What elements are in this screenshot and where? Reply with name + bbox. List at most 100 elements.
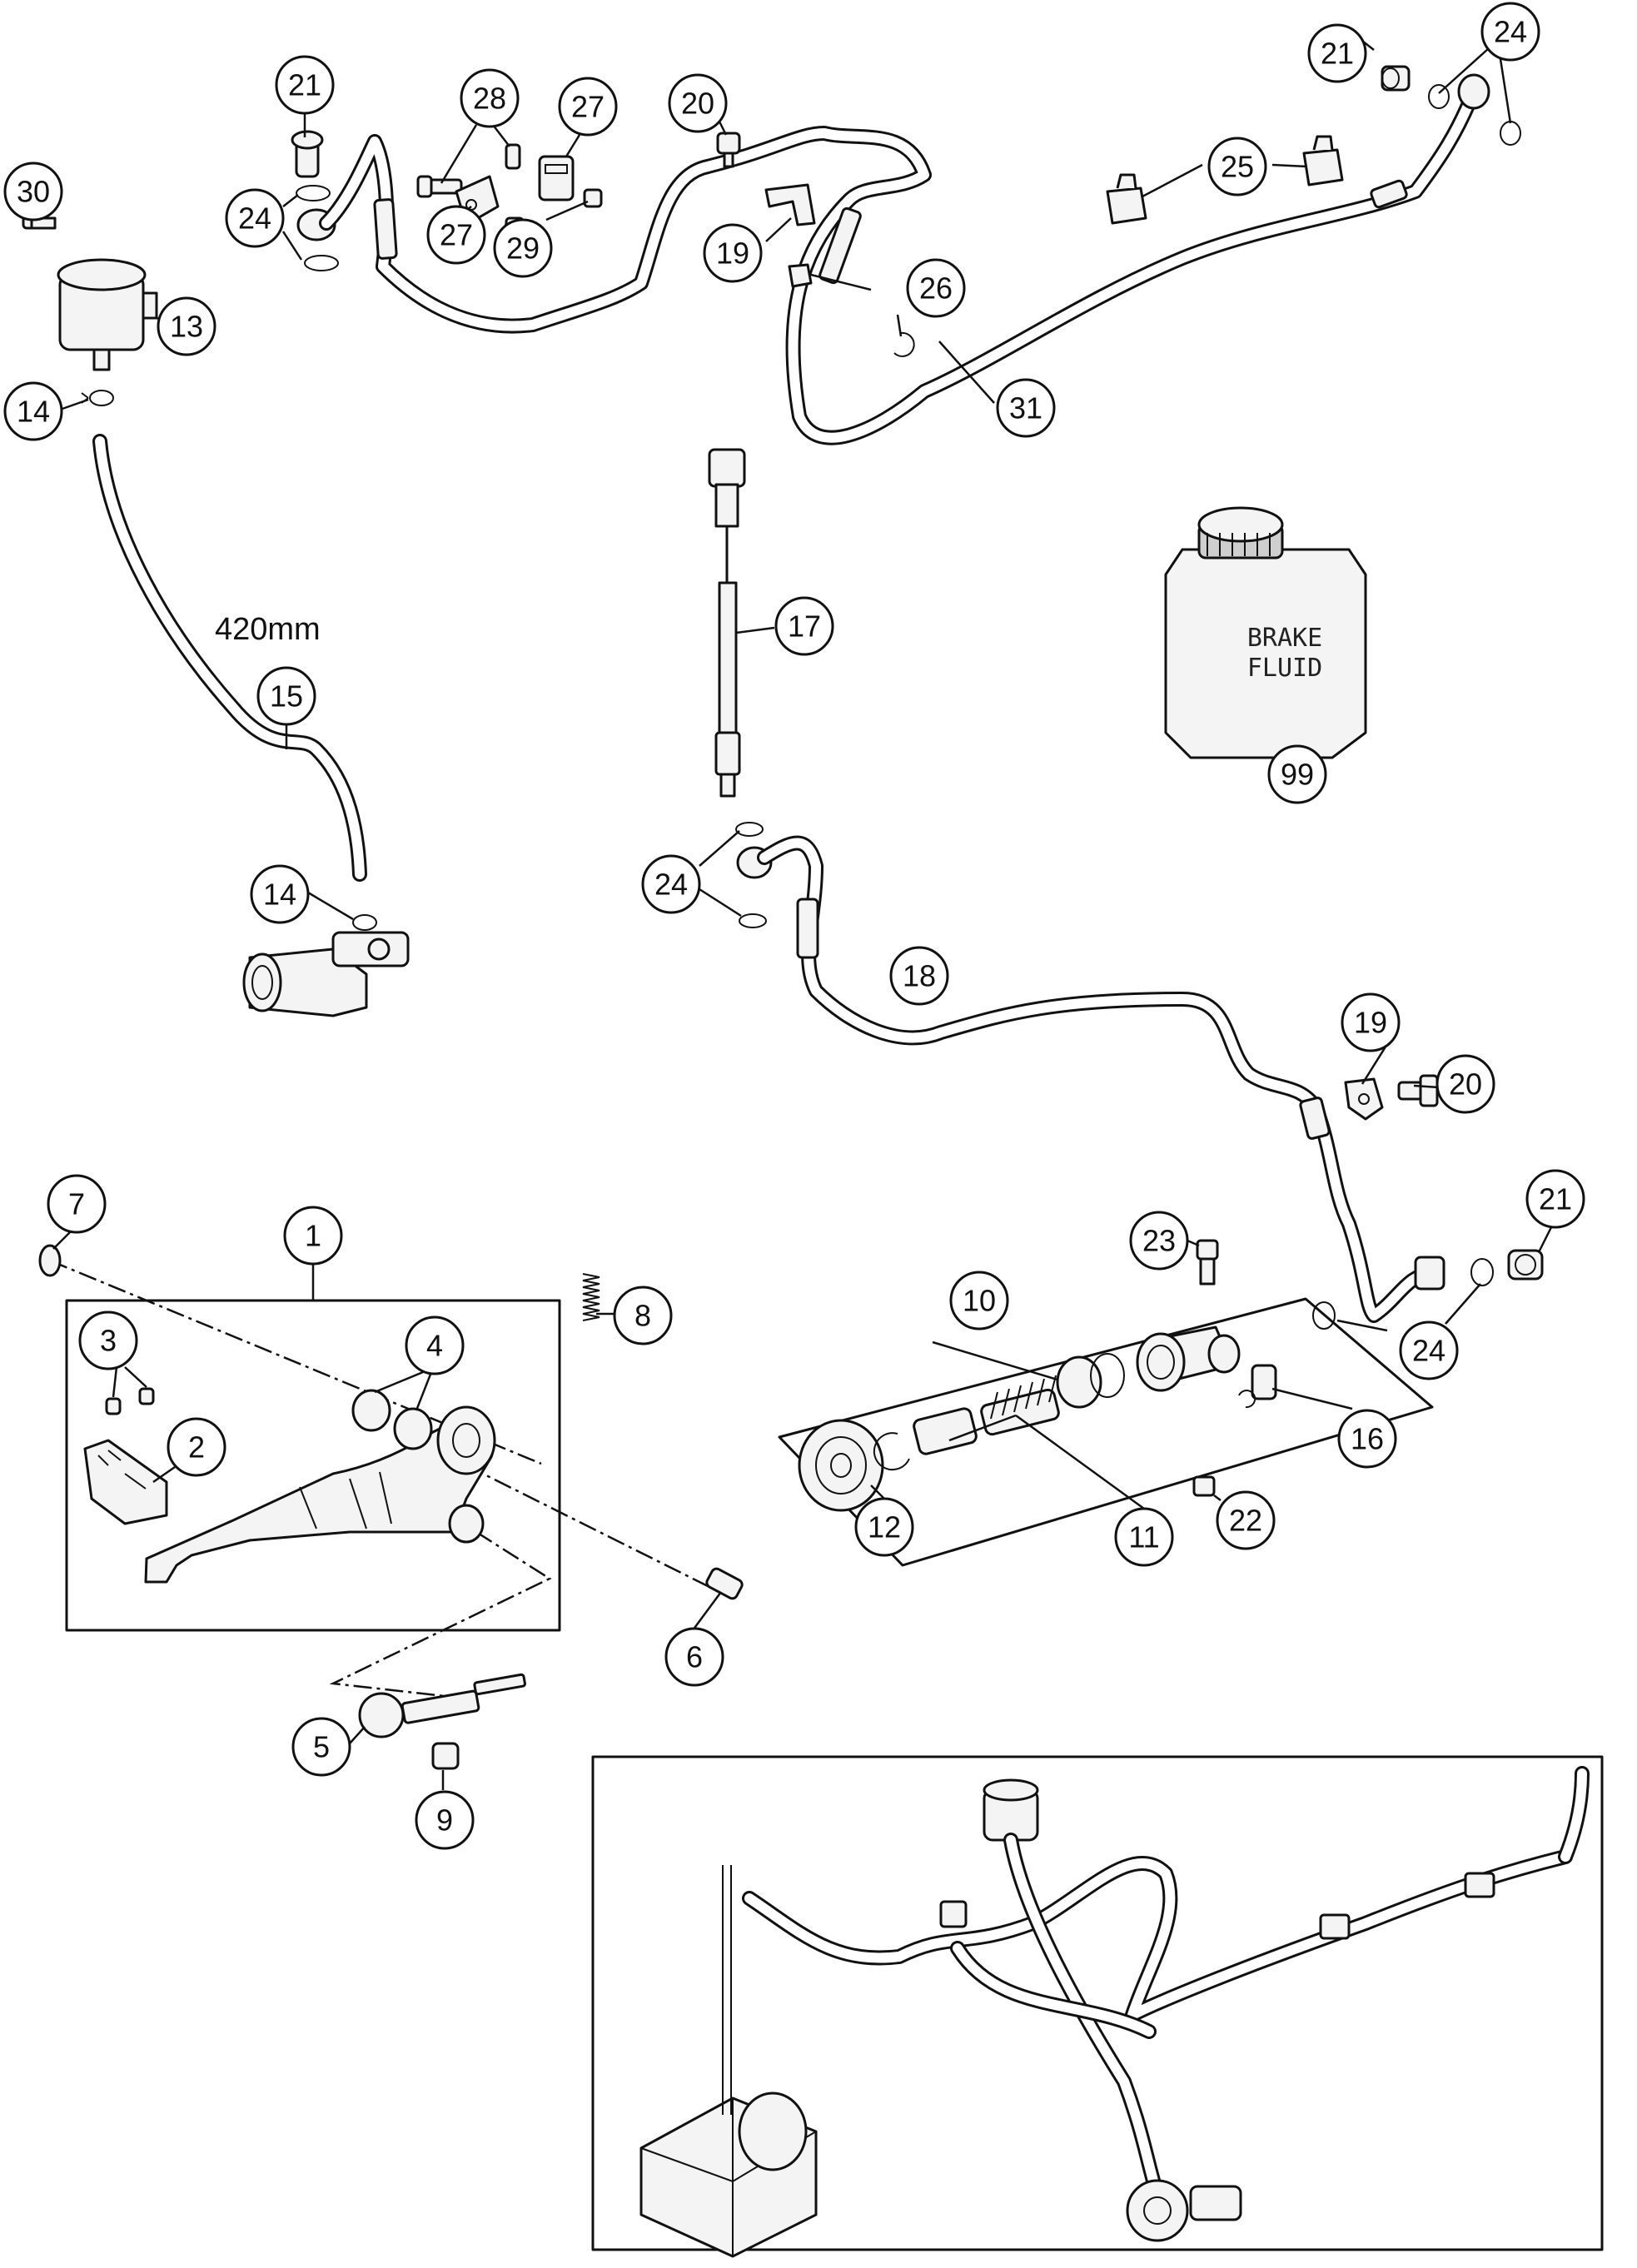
svg-text:24: 24	[654, 868, 688, 902]
svg-text:19: 19	[1354, 1006, 1387, 1040]
clamp-25-right	[1302, 135, 1344, 187]
callout-12: 12	[854, 1497, 914, 1557]
callout-27-top: 27	[558, 77, 618, 137]
fitting-16	[1238, 1364, 1277, 1409]
callout-3: 3	[78, 1311, 138, 1370]
callout-20-mid: 20	[1435, 1054, 1495, 1114]
svg-text:18: 18	[903, 959, 936, 993]
washers-24-right	[1312, 1258, 1494, 1330]
hose-clamp-14-bottom	[352, 914, 377, 931]
screws-3	[105, 1387, 155, 1415]
hose-clamp-14-top	[81, 390, 114, 406]
svg-text:21: 21	[1539, 1182, 1572, 1216]
circlip	[873, 1432, 910, 1471]
svg-text:24: 24	[1494, 15, 1527, 49]
svg-text:26: 26	[919, 271, 953, 306]
bolt-28-b	[505, 143, 521, 170]
callout-21-top-left: 21	[275, 55, 335, 115]
svg-text:2: 2	[188, 1430, 205, 1465]
callout-24-right: 24	[1399, 1321, 1459, 1380]
washers-24-mid	[735, 822, 773, 928]
svg-text:28: 28	[473, 82, 506, 116]
piston	[913, 1407, 978, 1455]
clamp-25-left	[1106, 173, 1147, 225]
overview-assembly	[639, 1766, 1590, 2258]
callout-10: 10	[949, 1271, 1009, 1330]
callout-2: 2	[167, 1417, 226, 1477]
washer-7	[38, 1244, 62, 1277]
svg-text:12: 12	[868, 1510, 901, 1544]
callout-24-top-right: 24	[1480, 2, 1540, 62]
overview-inset-frame	[591, 1755, 1604, 2251]
svg-text:10: 10	[963, 1284, 996, 1318]
callout-26: 26	[906, 258, 966, 318]
svg-text:24: 24	[1412, 1334, 1445, 1368]
rear-brake-cylinder-bottom-left	[242, 931, 410, 1017]
clip-26	[788, 263, 915, 357]
svg-text:29: 29	[506, 231, 540, 266]
callout-4: 4	[405, 1316, 465, 1375]
bushings-4	[351, 1389, 433, 1450]
spring-11	[980, 1375, 1060, 1436]
callout-8: 8	[613, 1286, 673, 1345]
dust-boot-12	[798, 1419, 884, 1512]
screw-20-top	[716, 132, 741, 168]
callout-11: 11	[1114, 1507, 1174, 1567]
callout-15: 15	[256, 666, 316, 726]
reservoir-13	[57, 258, 158, 371]
bolt-28	[416, 175, 463, 198]
callout-25: 25	[1207, 137, 1267, 196]
callout-23: 23	[1129, 1211, 1189, 1271]
svg-text:31: 31	[1009, 391, 1042, 425]
callout-21-mid: 21	[1525, 1169, 1585, 1229]
hose-15	[92, 434, 367, 882]
svg-text:15: 15	[270, 679, 303, 714]
pivot-bolt-5	[358, 1673, 526, 1738]
callout-29: 29	[493, 218, 553, 278]
banjo-bolt-21-top-right	[1381, 65, 1411, 92]
svg-text:17: 17	[788, 609, 821, 644]
callout-24-top-left: 24	[225, 188, 285, 248]
bolt-axis-line	[329, 1530, 552, 1700]
svg-text:20: 20	[1449, 1067, 1482, 1102]
callout-1: 1	[283, 1206, 343, 1266]
brake-line-18	[757, 835, 1445, 1323]
svg-text:22: 22	[1229, 1504, 1262, 1538]
brake-fluid-label-line1: BRAKE	[1247, 624, 1322, 653]
svg-text:21: 21	[288, 68, 321, 102]
svg-text:7: 7	[68, 1187, 85, 1221]
callout-13: 13	[157, 296, 216, 356]
callout-19-top: 19	[703, 223, 763, 283]
brake-line-31	[319, 73, 1490, 445]
callout-24-mid: 24	[641, 854, 701, 914]
callout-14-bottom: 14	[250, 864, 310, 924]
clip-27-b	[538, 155, 575, 201]
callout-27-bottom: 27	[426, 205, 486, 265]
spring-8	[582, 1273, 600, 1321]
svg-text:11: 11	[1128, 1520, 1159, 1554]
callout-14-top: 14	[3, 381, 63, 441]
screw-20-mid	[1397, 1074, 1439, 1107]
svg-text:21: 21	[1321, 37, 1354, 71]
callout-16: 16	[1337, 1409, 1397, 1469]
svg-text:24: 24	[238, 201, 271, 236]
brake-fluid-label-line2: FLUID	[1247, 654, 1322, 683]
callout-20-top: 20	[668, 73, 728, 133]
svg-text:27: 27	[440, 218, 473, 252]
svg-text:30: 30	[17, 175, 50, 209]
bolt-23	[1196, 1239, 1219, 1286]
svg-text:9: 9	[436, 1803, 453, 1838]
brake-fluid-can-99: BRAKE FLUID	[1164, 506, 1367, 759]
callout-9: 9	[415, 1790, 475, 1850]
sleeve-6	[705, 1567, 744, 1600]
callout-31: 31	[996, 378, 1056, 438]
clip-19-mid	[1344, 1077, 1384, 1121]
svg-text:23: 23	[1142, 1224, 1176, 1258]
svg-text:8: 8	[634, 1299, 651, 1333]
callout-99: 99	[1267, 744, 1327, 804]
svg-text:25: 25	[1221, 150, 1254, 184]
callout-22: 22	[1216, 1490, 1276, 1550]
callout-6: 6	[664, 1627, 724, 1687]
callout-17: 17	[774, 596, 834, 656]
